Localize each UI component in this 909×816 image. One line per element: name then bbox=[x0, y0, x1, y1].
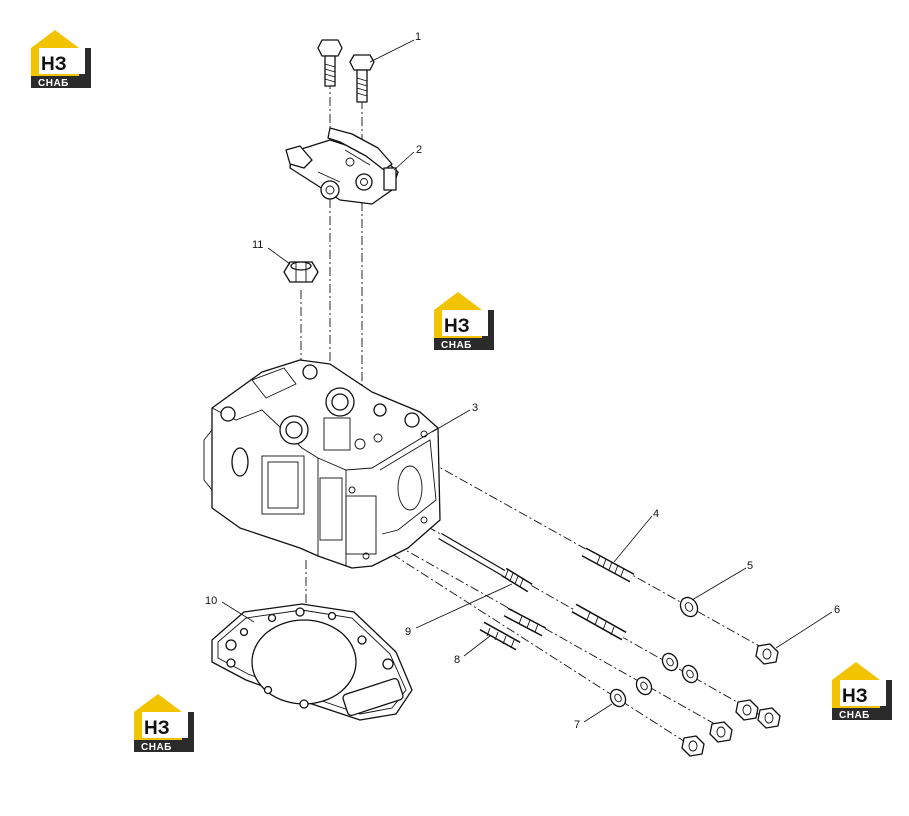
svg-text:НЗ: НЗ bbox=[842, 686, 868, 707]
leader-lines bbox=[221, 39, 833, 723]
logo-watermark-2: НЗ СНАБ bbox=[434, 292, 494, 351]
cap-nut-part bbox=[283, 261, 319, 283]
svg-text:СНАБ: СНАБ bbox=[38, 78, 69, 89]
nut-part bbox=[681, 643, 781, 757]
svg-text:СНАБ: СНАБ bbox=[441, 340, 472, 351]
part-number-4: 4 bbox=[653, 508, 659, 520]
part-number-7: 7 bbox=[574, 719, 580, 731]
part-number-1: 1 bbox=[415, 31, 421, 43]
bolt-part bbox=[317, 39, 375, 103]
short-stud-part bbox=[479, 621, 521, 651]
part-number-3: 3 bbox=[472, 402, 478, 414]
long-stud-part bbox=[438, 532, 533, 593]
part-number-6: 6 bbox=[834, 604, 840, 616]
logo-watermark-1: НЗ СНАБ bbox=[31, 30, 91, 89]
svg-text:НЗ: НЗ bbox=[144, 718, 170, 739]
cylinder-head-part bbox=[203, 359, 441, 569]
svg-text:СНАБ: СНАБ bbox=[141, 742, 172, 753]
part-number-5: 5 bbox=[747, 560, 753, 572]
part-number-labels: 1 2 3 4 5 6 7 8 9 10 11 bbox=[205, 31, 840, 731]
washer-part bbox=[609, 596, 699, 708]
part-number-9: 9 bbox=[405, 626, 411, 638]
gasket-part bbox=[211, 603, 413, 721]
svg-text:СНАБ: СНАБ bbox=[839, 710, 870, 721]
svg-text:НЗ: НЗ bbox=[444, 316, 470, 337]
rocker-arm-assembly bbox=[285, 127, 399, 205]
part-number-11: 11 bbox=[252, 239, 263, 251]
svg-text:НЗ: НЗ bbox=[41, 54, 67, 75]
part-number-2: 2 bbox=[416, 144, 422, 156]
part-number-8: 8 bbox=[454, 654, 460, 666]
part-number-10: 10 bbox=[205, 595, 217, 607]
logo-watermark-3: НЗ СНАБ bbox=[832, 662, 892, 721]
stud-part bbox=[503, 547, 635, 641]
logo-watermark-4: НЗ СНАБ bbox=[134, 694, 194, 753]
